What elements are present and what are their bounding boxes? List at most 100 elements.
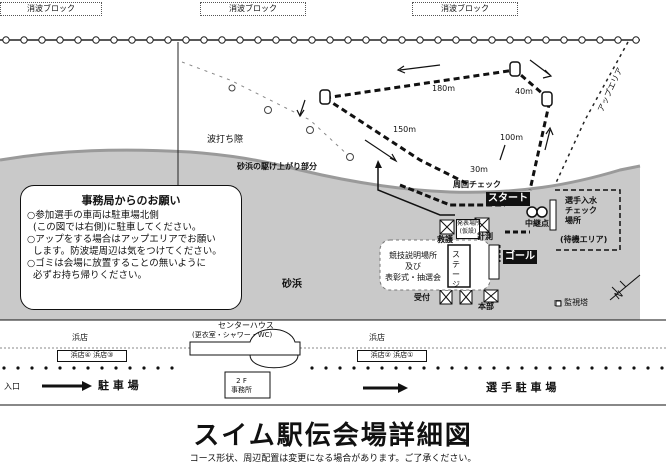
- road-marker: [324, 366, 328, 370]
- road-marker: [436, 366, 440, 370]
- road-marker: [618, 366, 622, 370]
- road-marker: [450, 366, 454, 370]
- page-title: スイム駅伝会場詳細図: [193, 421, 473, 451]
- stage-box: [447, 244, 471, 288]
- entry-enclosure: [555, 189, 621, 251]
- notice-item: 必ずお持ち帰りください。: [27, 270, 148, 281]
- hq-label: 本部: [478, 302, 494, 311]
- course-check-label: 周回チェック: [453, 180, 501, 189]
- road-marker: [128, 366, 132, 370]
- wave-line: [0, 148, 641, 194]
- center-house-arc: [249, 354, 299, 369]
- breakwater-block: [614, 36, 622, 44]
- breakwater-block: [488, 36, 496, 44]
- timing-label: 計測: [477, 232, 493, 241]
- goal-label: ゴール: [503, 250, 537, 264]
- wave-edge-label: 波打ち際: [207, 135, 244, 145]
- notice-item: ○アップをする場合はアップエリアでお願い: [27, 234, 216, 245]
- breakwater-blocks: [2, 36, 640, 44]
- road-marker: [478, 366, 482, 370]
- results-place-box: 発表場所 (仮設): [456, 219, 481, 239]
- beach-run-label: 砂浜の駆け上がり部分: [237, 162, 317, 171]
- road-marker: [72, 366, 76, 370]
- wave-block-label-1: 消波ブロック: [0, 2, 102, 16]
- breakwater-block: [416, 36, 424, 44]
- breakwater-block: [578, 36, 586, 44]
- dist-40: 40m: [515, 87, 533, 96]
- road-marker: [156, 366, 160, 370]
- notice-item: します。防波堤周辺は気をつけてください。: [27, 246, 222, 257]
- breakwater-block: [290, 36, 298, 44]
- road-marker: [492, 366, 496, 370]
- award-info-label: 競技説明場所 及び 表彰式・抽選会: [385, 251, 441, 282]
- road-marker: [58, 366, 62, 370]
- parking-label: 駐 車 場: [98, 379, 139, 392]
- approach-buoys: [228, 84, 354, 161]
- notice-title: 事務局からのお願い: [81, 194, 181, 207]
- notice-item: ○ゴミは会場に放置することの無いように: [27, 258, 207, 269]
- breakwater-block: [344, 36, 352, 44]
- run-arrow: [377, 165, 455, 216]
- road-marker: [100, 366, 104, 370]
- breakwater-block: [182, 36, 190, 44]
- breakwater-block: [398, 36, 406, 44]
- breakwater-block: [632, 36, 640, 44]
- notice-list: ○参加選手の車両は駐車場北側 (この図では右側)に駐車してください。 ○アップを…: [21, 210, 241, 282]
- breakwater-block: [38, 36, 46, 44]
- swim-course: [324, 68, 552, 191]
- watchtower-mark: [555, 300, 562, 307]
- breakwater-block: [326, 36, 334, 44]
- up-area-line: [554, 41, 629, 186]
- breakwater-block: [434, 36, 442, 44]
- breakwater-block: [110, 36, 118, 44]
- breakwater-block: [164, 36, 172, 44]
- athlete-parking-label: 選 手 駐 車 場: [486, 381, 557, 394]
- road-marker: [520, 366, 524, 370]
- center-house-sub: (更衣室・シャワー・WC): [192, 331, 273, 339]
- notice-item: ○参加選手の車両は駐車場北側: [27, 210, 159, 221]
- breakwater-block: [92, 36, 100, 44]
- shop-group-right: 浜店② 浜店①: [357, 350, 427, 362]
- road-marker: [562, 366, 566, 370]
- breakwater-block: [506, 36, 514, 44]
- dist-150: 150m: [393, 125, 417, 134]
- center-house-label: センターハウス: [218, 321, 274, 330]
- breakwater-block: [380, 36, 388, 44]
- breakwater-block: [218, 36, 226, 44]
- breakwater-block: [524, 36, 532, 44]
- watchtower-label: □ 監視塔: [554, 298, 589, 307]
- notice-item: (この図では右側)に駐車してください。: [27, 222, 202, 233]
- office-building: [224, 371, 271, 399]
- wave-block-label-2: 消波ブロック: [200, 2, 306, 16]
- notice-box: 事務局からのお願い ○参加選手の車両は駐車場北側 (この図では右側)に駐車してく…: [20, 185, 242, 310]
- wave-block-label-3: 消波ブロック: [412, 2, 518, 16]
- road-marker: [464, 366, 468, 370]
- road-marker: [604, 366, 608, 370]
- entry-check-label: 選手入水 チェック 場所: [565, 196, 597, 225]
- entrance-label: 入口: [4, 382, 20, 391]
- dist-100: 100m: [500, 133, 524, 142]
- road-marker: [338, 366, 342, 370]
- midpoint-label: 中継点: [525, 219, 549, 228]
- waiting-area-label: (待機エリア): [560, 235, 608, 244]
- road-marker: [548, 366, 552, 370]
- beach-shop-right: 浜店: [369, 333, 385, 342]
- breakwater-block: [74, 36, 82, 44]
- course-arrows: [296, 59, 554, 163]
- breakwater-block: [560, 36, 568, 44]
- road-marker: [576, 366, 580, 370]
- road-marker: [44, 366, 48, 370]
- sand-beach-label: 砂浜: [282, 279, 302, 290]
- road-marker: [534, 366, 538, 370]
- stage-side: [488, 244, 500, 280]
- page-subtitle: コース形状、周辺配置は変更になる場合があります。ご了承ください。: [189, 454, 477, 464]
- road-marker: [30, 366, 34, 370]
- road-marker: [2, 366, 6, 370]
- road-marker: [366, 366, 370, 370]
- road-marker: [394, 366, 398, 370]
- road-marker: [380, 366, 384, 370]
- road-marker: [352, 366, 356, 370]
- office-label: 2 F 事務所: [231, 377, 252, 394]
- breakwater-block: [596, 36, 604, 44]
- approach-dotted: [181, 61, 351, 158]
